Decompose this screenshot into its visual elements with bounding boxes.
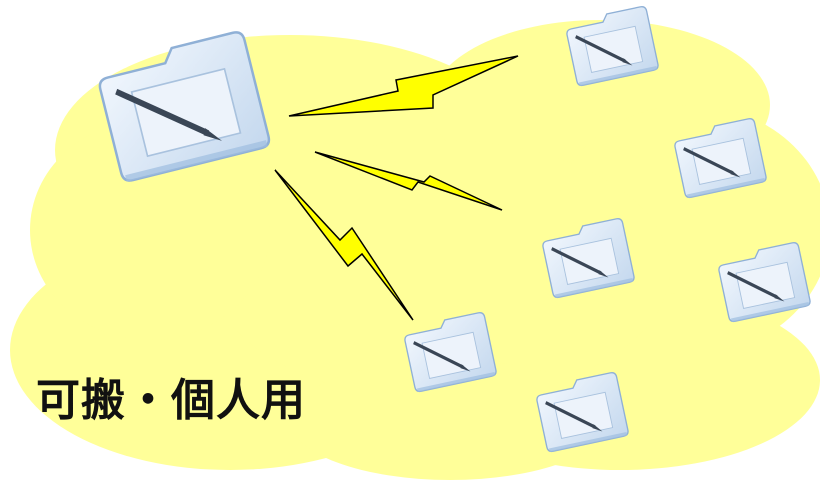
lightning-bolt-icon (288, 55, 519, 117)
lightning-bolt-icon (274, 169, 414, 321)
lightning-bolt-icon (314, 151, 503, 211)
wireless-link-1 (288, 55, 519, 117)
cloud-background (10, 20, 820, 480)
wireless-link-3 (274, 169, 414, 321)
caption-label: 可搬・個人用 (36, 375, 306, 426)
wireless-link-2 (314, 151, 503, 211)
